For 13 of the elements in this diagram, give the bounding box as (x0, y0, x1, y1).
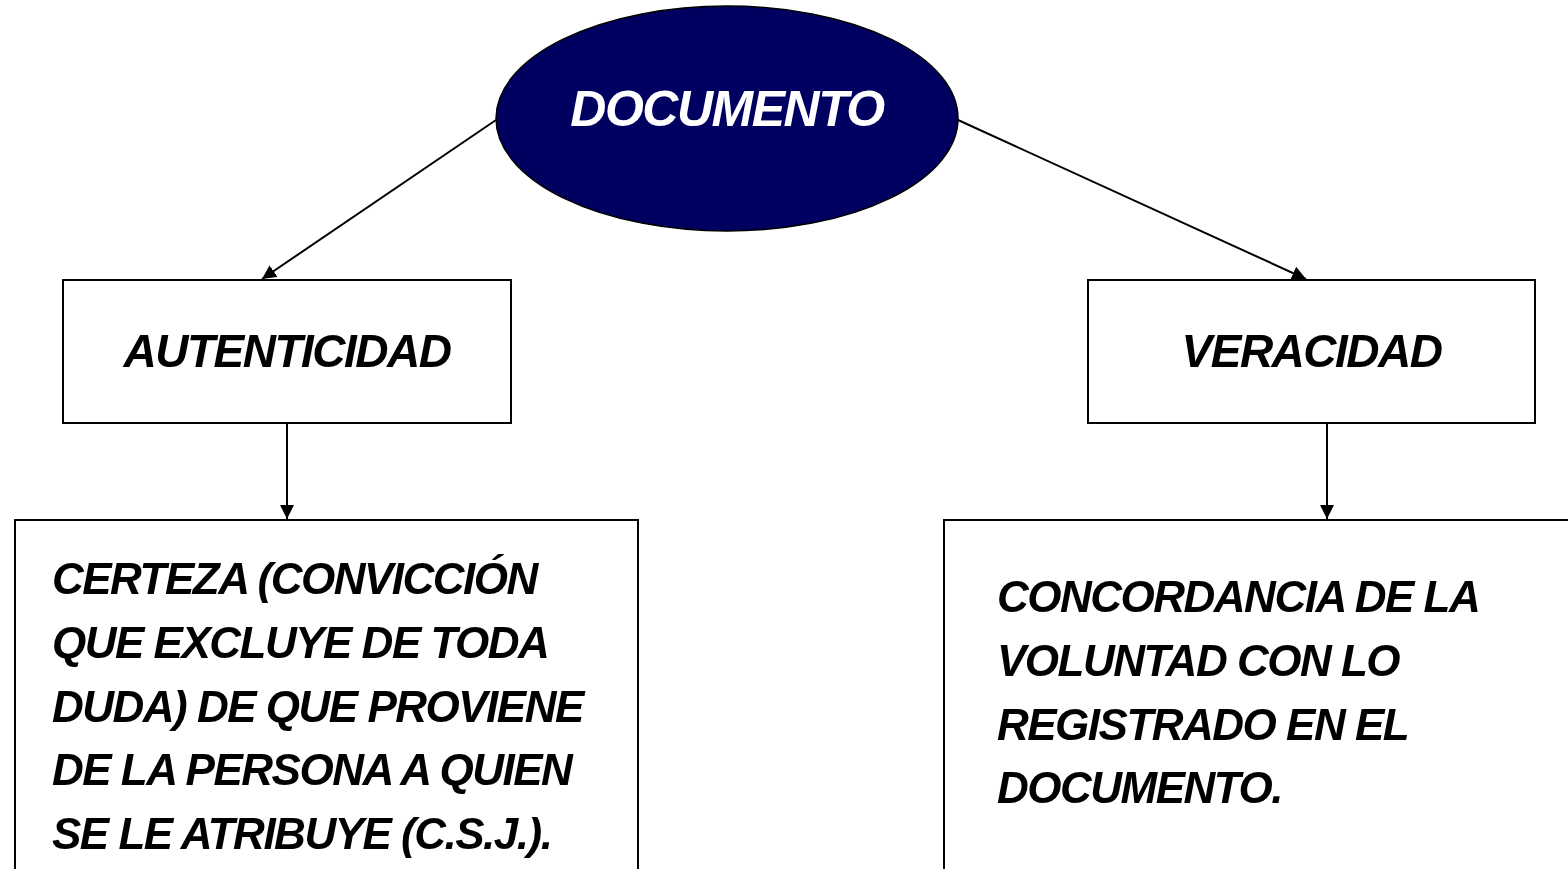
box-label: VERACIDAD (1181, 323, 1442, 379)
box-label: CONCORDANCIA DE LA VOLUNTAD CON LO REGISTRADO EN EL DOCUMENTO. (997, 571, 1479, 815)
arrow (261, 119, 497, 280)
arrow (280, 423, 294, 520)
ellipse-label: DOCUMENTO (570, 79, 884, 139)
text-box (943, 519, 1568, 869)
box-label: AUTENTICIDAD (123, 323, 451, 379)
arrow (957, 119, 1307, 280)
text-box (14, 519, 639, 869)
text-box (62, 279, 512, 424)
text-box (1087, 279, 1536, 424)
box-label: CERTEZA (CONVICCIÓN QUE EXCLUYE DE TODA DUDA) DE QUE PROVIENE DE LA PERSONA A QUIEN SE LE ATRIBUYE (C.S.J.). (52, 553, 586, 861)
arrow (1320, 423, 1334, 520)
